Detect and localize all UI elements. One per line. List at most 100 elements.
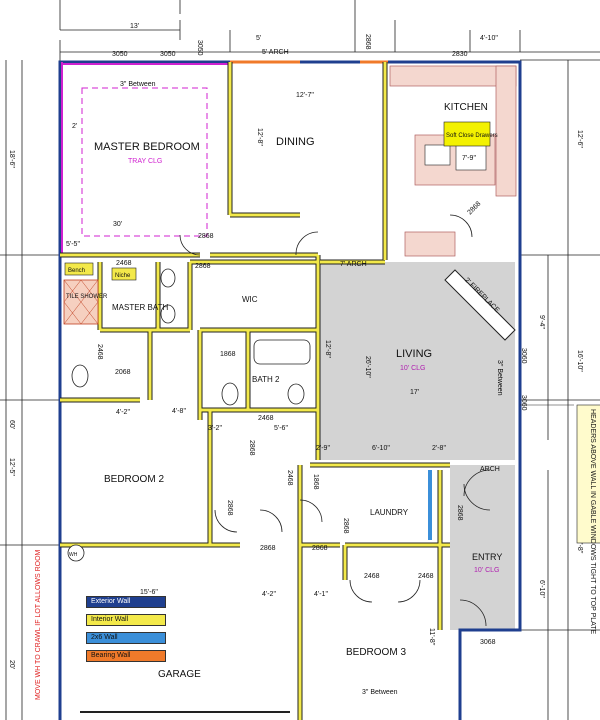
dim-2-8: 2'-8" (432, 445, 446, 452)
bench-box (64, 262, 94, 276)
dim-12-6: 12'-6" (576, 130, 583, 148)
door-label-8: 2468 (286, 470, 293, 486)
entry-area-fill (450, 465, 515, 630)
door-size-labels: 2868 2468 2868 1868 2468 2068 2468 2868 … (96, 200, 483, 580)
living-ceiling-label: 10' CLG (400, 365, 425, 372)
dimension-labels: 13' 3050 3050 3050 5' 5' ARCH 2868 2830 … (8, 23, 583, 696)
dim-4-1: 4'-1" (314, 591, 328, 598)
garage-label: GARAGE (158, 669, 201, 680)
bedroom3-label: BEDROOM 3 (346, 647, 406, 658)
dim-7-arch: 7' ARCH (340, 261, 367, 268)
entry-label: ENTRY (472, 552, 502, 562)
dim-12-5: 12'-5" (8, 458, 15, 476)
legend-bearing-wall: Bearing Wall (86, 650, 166, 662)
kitchen-island (424, 139, 487, 171)
door-label-16: 2868 (466, 200, 482, 216)
entry-ceiling-label: 10' CLG (474, 567, 499, 574)
dim-3050-a: 3050 (112, 51, 128, 58)
legend-exterior-wall: Exterior Wall (86, 596, 166, 608)
dim-11-8b: 11'-8" (576, 536, 583, 554)
master-bedroom-label: MASTER BEDROOM (94, 141, 200, 153)
kitchen-note-box (443, 121, 491, 147)
dim-13: 13' (130, 23, 139, 30)
door-label-3: 1868 (220, 351, 236, 358)
dim-17: 17' (410, 389, 419, 396)
door-label-7: 2868 (248, 440, 255, 456)
niche-box (111, 267, 137, 281)
door-label-1: 2468 (116, 260, 132, 267)
door-label-2: 2868 (195, 263, 211, 270)
dim-12-8b: 12'-8" (324, 340, 331, 358)
kitchen-note-text: Soft Close Drawers (446, 133, 498, 139)
door-label-12: 2468 (364, 573, 380, 580)
door-label-4: 2468 (96, 344, 103, 360)
dim-3between-top: 3" Between (120, 81, 156, 88)
dim-16-10: 16'-10" (576, 350, 583, 372)
dim-3060-a: 3060 (520, 348, 527, 364)
legend-interior-wall: Interior Wall (86, 614, 166, 626)
door-label-6: 2468 (258, 415, 274, 422)
door-label-17: 1868 (312, 474, 319, 490)
wall-legend: Exterior Wall Interior Wall 2x6 Wall Bea… (86, 596, 166, 668)
door-label-15: 2868 (456, 505, 463, 521)
dim-3068: 3068 (480, 639, 496, 646)
headers-note: HEADERS ABOVE WALL IN GABLE WINDOWS TIGH… (576, 404, 600, 635)
dining-label: DINING (276, 136, 315, 148)
door-label-9: 2868 (226, 500, 233, 516)
dim-5: 5' (256, 35, 261, 42)
dim-3050-b: 3050 (160, 51, 176, 58)
dim-7-9: 7'-9" (462, 155, 476, 162)
living-label: LIVING (396, 348, 432, 360)
water-heater-label: WH (69, 552, 78, 558)
door-label-10: 2868 (260, 545, 276, 552)
dim-11-8: 11'-8" (428, 628, 435, 646)
tile-shower-pattern (63, 279, 99, 325)
dim-18-6: 18'-6" (8, 150, 15, 168)
dim-30: 30' (113, 221, 122, 228)
dim-arch-mid: ARCH (480, 466, 500, 473)
dim-3between-bottom: 3" Between (362, 689, 398, 696)
dim-15-6: 15'-6" (140, 589, 158, 596)
wh-move-note: MOVE WH TO CRAWL IF LOT ALLOWS ROOM (35, 549, 42, 700)
dim-6-10: 6'-10" (372, 445, 390, 452)
living-area-fill (318, 262, 515, 460)
dim-3060-b: 3060 (520, 395, 527, 411)
bath-fixtures (67, 268, 311, 562)
right-dimension-lines (520, 59, 600, 720)
dim-5-6: 5'-6" (274, 425, 288, 432)
dim-26-10: 26'-10" (364, 356, 371, 378)
dim-12-8: 12'-8" (256, 128, 263, 146)
dim-20: 20' (8, 660, 15, 669)
dim-4-2b: 4'-2" (262, 591, 276, 598)
master-bath-label: MASTER BATH (112, 303, 169, 312)
master-bedroom-walls (61, 62, 228, 255)
dim-12-7: 12'-7" (296, 92, 314, 99)
dim-60: 60' (8, 420, 15, 429)
dim-2-9: 2'-9" (316, 445, 330, 452)
dim-2: 2' (72, 123, 77, 130)
dim-5-5: 5'-5" (66, 241, 80, 248)
door-label-11: 2868 (312, 545, 328, 552)
dim-3-2: 3'-2" (208, 425, 222, 432)
left-dimension-lines (0, 60, 60, 720)
tile-shower-label: TILE SHOWER (66, 294, 108, 300)
wic-label: WIC (242, 295, 258, 304)
bench-label: Bench (68, 268, 85, 274)
door-label-14: 2868 (342, 518, 349, 534)
top-dimension-lines (59, 0, 600, 70)
door-label-0: 2868 (198, 233, 214, 240)
kitchen-counters (389, 65, 517, 257)
dim-9-4: 9'-4" (538, 315, 545, 329)
fireplace-unit (444, 269, 516, 341)
niche-label: Niche (115, 273, 131, 279)
dim-4-8: 4'-8" (172, 408, 186, 415)
interior-walls-fill (60, 62, 450, 720)
dim-3between-right: 3" Between (496, 360, 503, 396)
tray-ceiling-outline (81, 87, 208, 237)
dim-4-10: 4'-10" (480, 35, 498, 42)
dim-4-2: 4'-2" (116, 409, 130, 416)
kitchen-label: KITCHEN (444, 102, 488, 113)
legend-2x6-wall: 2x6 Wall (86, 632, 166, 644)
dim-6-10b: 6'-10" (538, 580, 545, 598)
